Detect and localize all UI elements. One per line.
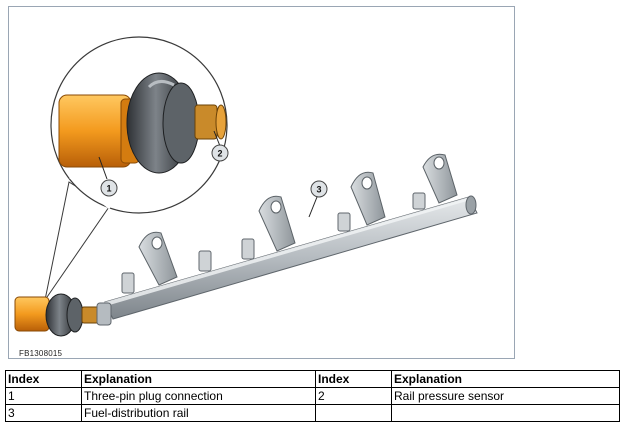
index-column-header: Index xyxy=(5,370,82,388)
rail-pressure-sensor-installed xyxy=(14,293,112,337)
legend-row: 1 Three-pin plug connection 2 Rail press… xyxy=(5,387,620,405)
plug-connector-magnified xyxy=(58,94,132,168)
rail-mounting-brackets xyxy=(138,153,458,286)
fuel-rail-illustration: 1 2 3 xyxy=(14,36,478,337)
legend-index-cell: 1 xyxy=(5,387,82,405)
legend-index-cell xyxy=(315,404,392,422)
legend-table: Index Explanation Index Explanation 1 Th… xyxy=(5,370,620,422)
sensor-thread-magnified xyxy=(194,104,218,140)
callout-3-number: 3 xyxy=(316,185,321,195)
explanation-column-header: Explanation xyxy=(81,370,316,388)
figure-code: FB1308015 xyxy=(19,349,63,358)
explanation-column-header: Explanation xyxy=(391,370,620,388)
index-column-header: Index xyxy=(315,370,392,388)
legend-index-cell: 2 xyxy=(315,387,392,405)
magnified-sensor-detail xyxy=(58,72,227,174)
callout-3: 3 xyxy=(310,180,328,198)
callout-2-number: 2 xyxy=(217,149,222,159)
callout-1: 1 xyxy=(100,179,118,197)
legend-explanation-cell: Rail pressure sensor xyxy=(391,387,620,405)
legend-header-row: Index Explanation Index Explanation xyxy=(5,370,620,388)
component-illustration-frame: 1 2 3 xyxy=(8,6,515,359)
legend-explanation-cell: Fuel-distribution rail xyxy=(81,404,316,422)
legend-row: 3 Fuel-distribution rail xyxy=(5,404,620,422)
callout-2: 2 xyxy=(211,144,229,162)
callout-leaders xyxy=(98,130,318,218)
legend-explanation-cell xyxy=(391,404,620,422)
legend-index-cell: 3 xyxy=(5,404,82,422)
legend-explanation-cell: Three-pin plug connection xyxy=(81,387,316,405)
callout-1-number: 1 xyxy=(106,184,111,194)
